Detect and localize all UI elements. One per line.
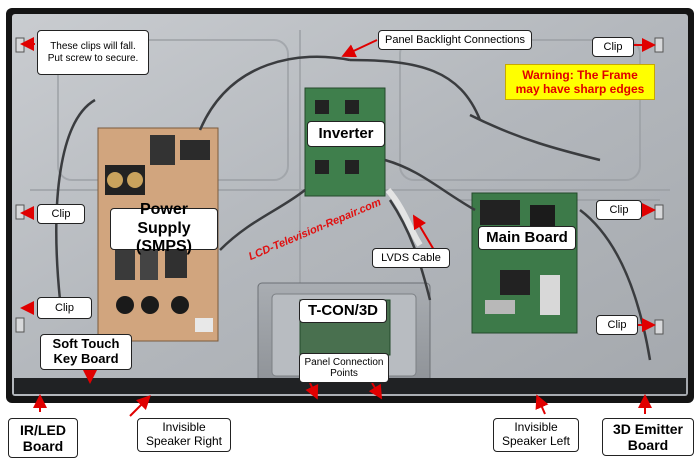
lvds-cable-label: LVDS Cable bbox=[372, 248, 450, 268]
clip-label-right-mid: Clip bbox=[596, 200, 642, 220]
power-supply-label: Power Supply (SMPS) bbox=[110, 201, 218, 255]
clips-warning-label: These clips will fall. Put screw to secu… bbox=[37, 30, 149, 75]
speaker-left-label: Invisible Speaker Left bbox=[493, 418, 579, 452]
tcon-label: T-CON/3D bbox=[299, 299, 387, 323]
psu-components bbox=[105, 135, 213, 332]
bottom-bar bbox=[14, 378, 686, 394]
inverter-label: Inverter bbox=[307, 121, 385, 147]
clip-label-left-mid: Clip bbox=[37, 204, 85, 224]
main-board-label: Main Board bbox=[478, 226, 576, 250]
emitter-label: 3D Emitter Board bbox=[602, 418, 694, 456]
callout-arrows bbox=[20, 37, 656, 417]
main-board-components bbox=[480, 200, 560, 315]
clip-label-right-low: Clip bbox=[596, 315, 638, 335]
ir-led-label: IR/LED Board bbox=[8, 418, 78, 458]
clip-label-top-right: Clip bbox=[592, 37, 634, 57]
lvds-ribbon bbox=[385, 188, 423, 247]
panel-backlight-label: Panel Backlight Connections bbox=[378, 30, 532, 50]
warning-line-2: may have sharp edges bbox=[515, 82, 645, 97]
warning-line-1: Warning: The Frame bbox=[522, 68, 638, 82]
panel-connection-label: Panel Connection Points bbox=[299, 353, 389, 383]
clip-label-left-low: Clip bbox=[37, 297, 92, 319]
cables bbox=[55, 55, 652, 361]
soft-touch-label: Soft Touch Key Board bbox=[40, 334, 132, 370]
warning-box: Warning: The Frame may have sharp edges bbox=[505, 64, 655, 100]
speaker-right-label: Invisible Speaker Right bbox=[137, 418, 231, 452]
